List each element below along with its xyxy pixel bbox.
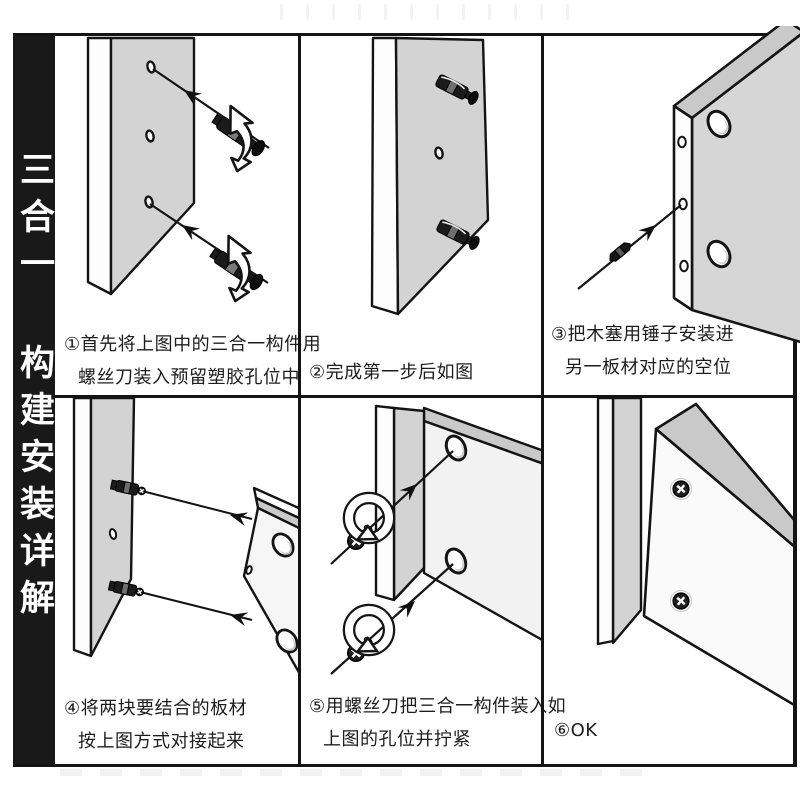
watermark-remnant-bottom bbox=[60, 769, 660, 776]
flush-screw-bottom bbox=[669, 589, 693, 613]
caption-step-6: ⑥OK bbox=[550, 714, 791, 747]
illustration-step-2 bbox=[370, 36, 490, 316]
frame-border-right bbox=[793, 33, 797, 767]
frame-border-bottom bbox=[13, 764, 797, 767]
white-curved-insert-arrows bbox=[227, 104, 254, 303]
protruding-bolt-top bbox=[109, 479, 146, 496]
caption-step-4-line1: ④将两块要结合的板材 bbox=[64, 698, 248, 719]
caption-step-2-line1: ②完成第一步后如图 bbox=[309, 362, 474, 383]
left-board bbox=[72, 398, 136, 658]
caption-step-3: ③把木塞用锤子安装进 另一板材对应的空位 bbox=[547, 318, 798, 384]
grid-divider-vertical-1 bbox=[298, 33, 301, 767]
grid-divider-vertical-2 bbox=[541, 33, 544, 767]
panel-step-3: ③把木塞用锤子安装进 另一板材对应的空位 bbox=[544, 26, 800, 395]
panel-step-6: ⑥OK bbox=[544, 398, 793, 764]
right-board-cam-holes bbox=[271, 532, 298, 654]
caption-step-5: ⑤用螺丝刀把三合一构件装入如 上图的孔位并拧紧 bbox=[305, 690, 567, 756]
caption-step-1: ①首先将上图中的三合一构件用 螺丝刀装入预留塑胶孔位中 bbox=[60, 328, 322, 394]
join-arrowheads bbox=[230, 512, 249, 626]
rear-board bbox=[596, 398, 643, 646]
caption-step-2: ②完成第一步后如图 bbox=[305, 356, 539, 389]
flush-screw-top bbox=[669, 477, 693, 501]
insert-arrowhead bbox=[638, 225, 656, 242]
grid-divider-horizontal bbox=[55, 395, 797, 398]
caption-step-1-line1: ①首先将上图中的三合一构件用 bbox=[64, 334, 322, 355]
caption-step-3-line1: ③把木塞用锤子安装进 bbox=[551, 324, 735, 345]
edge-board bbox=[672, 26, 800, 344]
join-leader-lines bbox=[139, 490, 253, 621]
illustration-step-3 bbox=[577, 26, 800, 344]
board-with-bolts bbox=[370, 36, 490, 316]
insert-arrowheads bbox=[182, 90, 202, 241]
caption-step-4: ④将两块要结合的板材 按上图方式对接起来 bbox=[60, 692, 296, 758]
board-with-holes bbox=[86, 36, 196, 296]
caption-step-1-line2: 螺丝刀装入预留塑胶孔位中 bbox=[78, 367, 300, 388]
caption-step-6-line1: ⑥OK bbox=[554, 720, 598, 741]
rotation-arrow-bottom bbox=[342, 603, 396, 657]
illustration-step-6 bbox=[596, 398, 793, 706]
illustration-step-4 bbox=[72, 398, 298, 674]
panel-step-4: ④将两块要结合的板材 按上图方式对接起来 bbox=[56, 398, 298, 764]
installed-bolt-top bbox=[435, 74, 479, 105]
protruding-bolt-bottom bbox=[107, 580, 144, 597]
caption-step-3-line2: 另一板材对应的空位 bbox=[565, 357, 732, 378]
installed-bolt-bottom bbox=[436, 219, 480, 250]
illustration-step-1 bbox=[86, 36, 270, 303]
panel-step-1: ①首先将上图中的三合一构件用 螺丝刀装入预留塑胶孔位中 bbox=[56, 36, 322, 395]
drive-arrowheads bbox=[397, 484, 417, 618]
wood-dowel bbox=[609, 242, 631, 262]
panel-step-5: ⑤用螺丝刀把三合一构件装入如 上图的孔位并拧紧 bbox=[301, 398, 567, 764]
caption-step-5-line2: 上图的孔位并拧紧 bbox=[323, 729, 471, 750]
frame-border-top bbox=[13, 33, 797, 36]
sidebar-title-bar: 三合一 构建安装详解 bbox=[13, 33, 55, 767]
caption-step-4-line2: 按上图方式对接起来 bbox=[78, 731, 245, 752]
panel-step-2: ②完成第一步后如图 bbox=[301, 36, 541, 395]
illustration-step-5 bbox=[330, 404, 541, 675]
front-board bbox=[642, 402, 793, 706]
rotation-arrow-top bbox=[342, 491, 396, 545]
caption-step-5-line1: ⑤用螺丝刀把三合一构件装入如 bbox=[309, 696, 567, 717]
sheet-title: 三合一 构建安装详解 bbox=[14, 151, 54, 626]
watermark-remnant-top bbox=[280, 4, 580, 20]
cam-holes bbox=[706, 109, 732, 269]
